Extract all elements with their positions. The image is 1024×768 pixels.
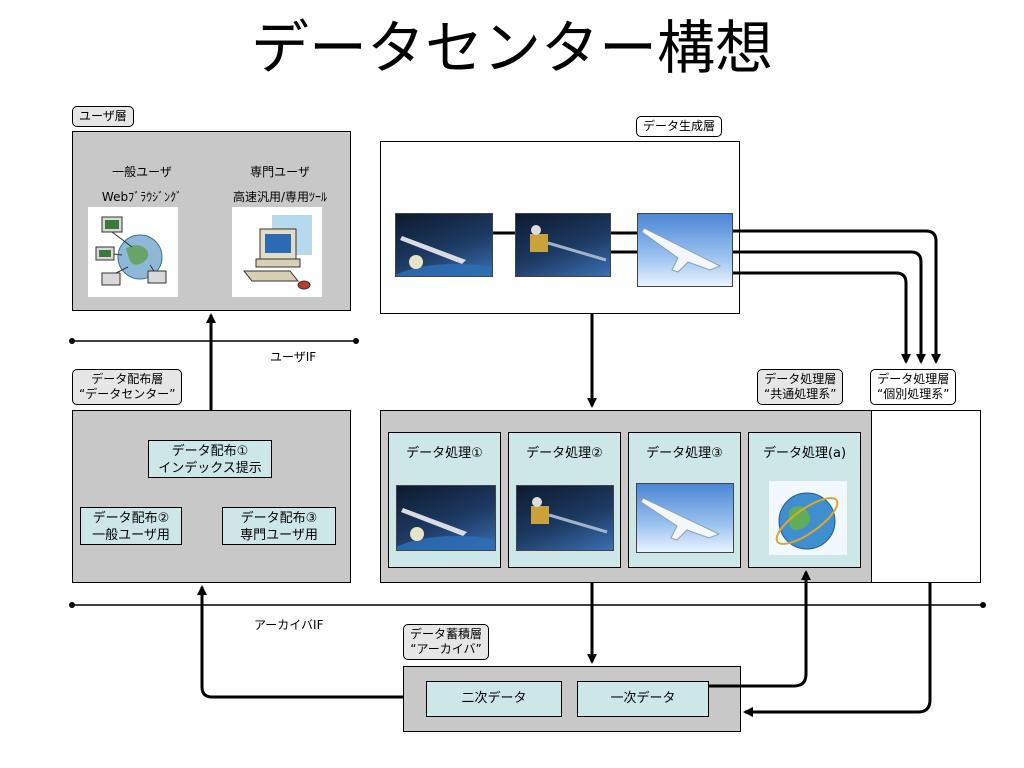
- storage-tag-line1: データ蓄積層: [410, 627, 483, 641]
- arrow-primary-to-proc-a: [709, 570, 811, 688]
- processing-col-1-label: データ処理①: [406, 446, 483, 461]
- supersonic-jet-image: [636, 483, 734, 553]
- dist2-line2: 一般ユーザ用: [92, 528, 170, 543]
- secondary-data-box: 二次データ: [426, 681, 562, 717]
- processing-common-tag-line2: “共通処理系”: [764, 387, 837, 401]
- dist3-line2: 専門ユーザ用: [240, 528, 318, 543]
- processing-individual-tag-line2: “個別処理系”: [877, 387, 950, 401]
- expert-user-label: 専門ユーザ: [250, 165, 310, 179]
- processing-col-1: データ処理①: [388, 432, 501, 568]
- network-computers-icon: [88, 207, 178, 297]
- processing-col-2: データ処理②: [508, 432, 621, 568]
- processing-individual-box: [871, 410, 981, 583]
- workstation-icon: [232, 207, 322, 297]
- archive-if-label: アーカイバIF: [254, 618, 324, 632]
- arrow-gen-to-indiv-2: [733, 250, 926, 364]
- processing-col-3-label: データ処理③: [646, 446, 723, 461]
- storage-tag-line2: “アーカイバ”: [410, 642, 482, 656]
- satellite-image: [515, 213, 611, 277]
- distribution-tag-line2: “データセンター”: [79, 387, 176, 401]
- distribution-layer-tag: データ配布層 “データセンター”: [72, 369, 183, 405]
- arrow-indiv-to-storage: [743, 583, 932, 717]
- archive-if-dot-right: [980, 602, 986, 608]
- user-layer-tag: ユーザ層: [72, 106, 134, 127]
- user-if-dot-right: [353, 338, 359, 344]
- web-browsing-label: Webﾌﾞﾗｳｼﾞﾝｸﾞ: [101, 190, 183, 204]
- expert-tools-label: 高速汎用/専用ﾂｰﾙ: [232, 190, 328, 204]
- dist1-line1: データ配布①: [171, 444, 249, 459]
- dist2-box: データ配布② 一般ユーザ用: [80, 507, 182, 545]
- archive-if-dot-left: [69, 602, 75, 608]
- storage-layer-tag: データ蓄積層 “アーカイバ”: [403, 624, 490, 660]
- satellite-image: [516, 485, 614, 551]
- arrow-gen-to-indiv-3: [733, 271, 911, 364]
- general-user-label: 一般ユーザ: [112, 165, 172, 179]
- page-title: データセンター構想: [250, 14, 773, 82]
- user-if-dot-left: [69, 338, 75, 344]
- supersonic-jet-image: [637, 213, 733, 287]
- arrow-gen-to-indiv-1: [733, 229, 941, 364]
- processing-individual-tag-line1: データ処理層: [877, 372, 950, 386]
- rocket-image: [395, 213, 493, 277]
- processing-col-a-label: データ処理(a): [762, 446, 847, 461]
- processing-col-3: データ処理③: [628, 432, 741, 568]
- processing-col-a: データ処理(a): [748, 432, 861, 568]
- processing-individual-tag: データ処理層 “個別処理系”: [870, 369, 957, 405]
- user-if-label: ユーザIF: [270, 350, 317, 364]
- arrow-storage-to-dist: [197, 585, 403, 699]
- dist2-line1: データ配布②: [92, 511, 170, 526]
- dist1-line2: インデックス提示: [158, 461, 262, 476]
- dist3-box: データ配布③ 専門ユーザ用: [222, 507, 336, 545]
- dist3-line1: データ配布③: [240, 511, 318, 526]
- processing-common-tag-line1: データ処理層: [764, 372, 837, 386]
- processing-common-tag: データ処理層 “共通処理系”: [757, 369, 844, 405]
- globe-orbit-image: [769, 481, 847, 555]
- distribution-layer-box: [72, 410, 351, 583]
- processing-col-2-label: データ処理②: [526, 446, 603, 461]
- distribution-tag-line1: データ配布層: [91, 372, 164, 386]
- rocket-image: [396, 485, 496, 551]
- generation-layer-tag: データ生成層: [636, 116, 723, 137]
- dist1-box: データ配布① インデックス提示: [148, 440, 272, 478]
- primary-data-box: 一次データ: [577, 681, 709, 717]
